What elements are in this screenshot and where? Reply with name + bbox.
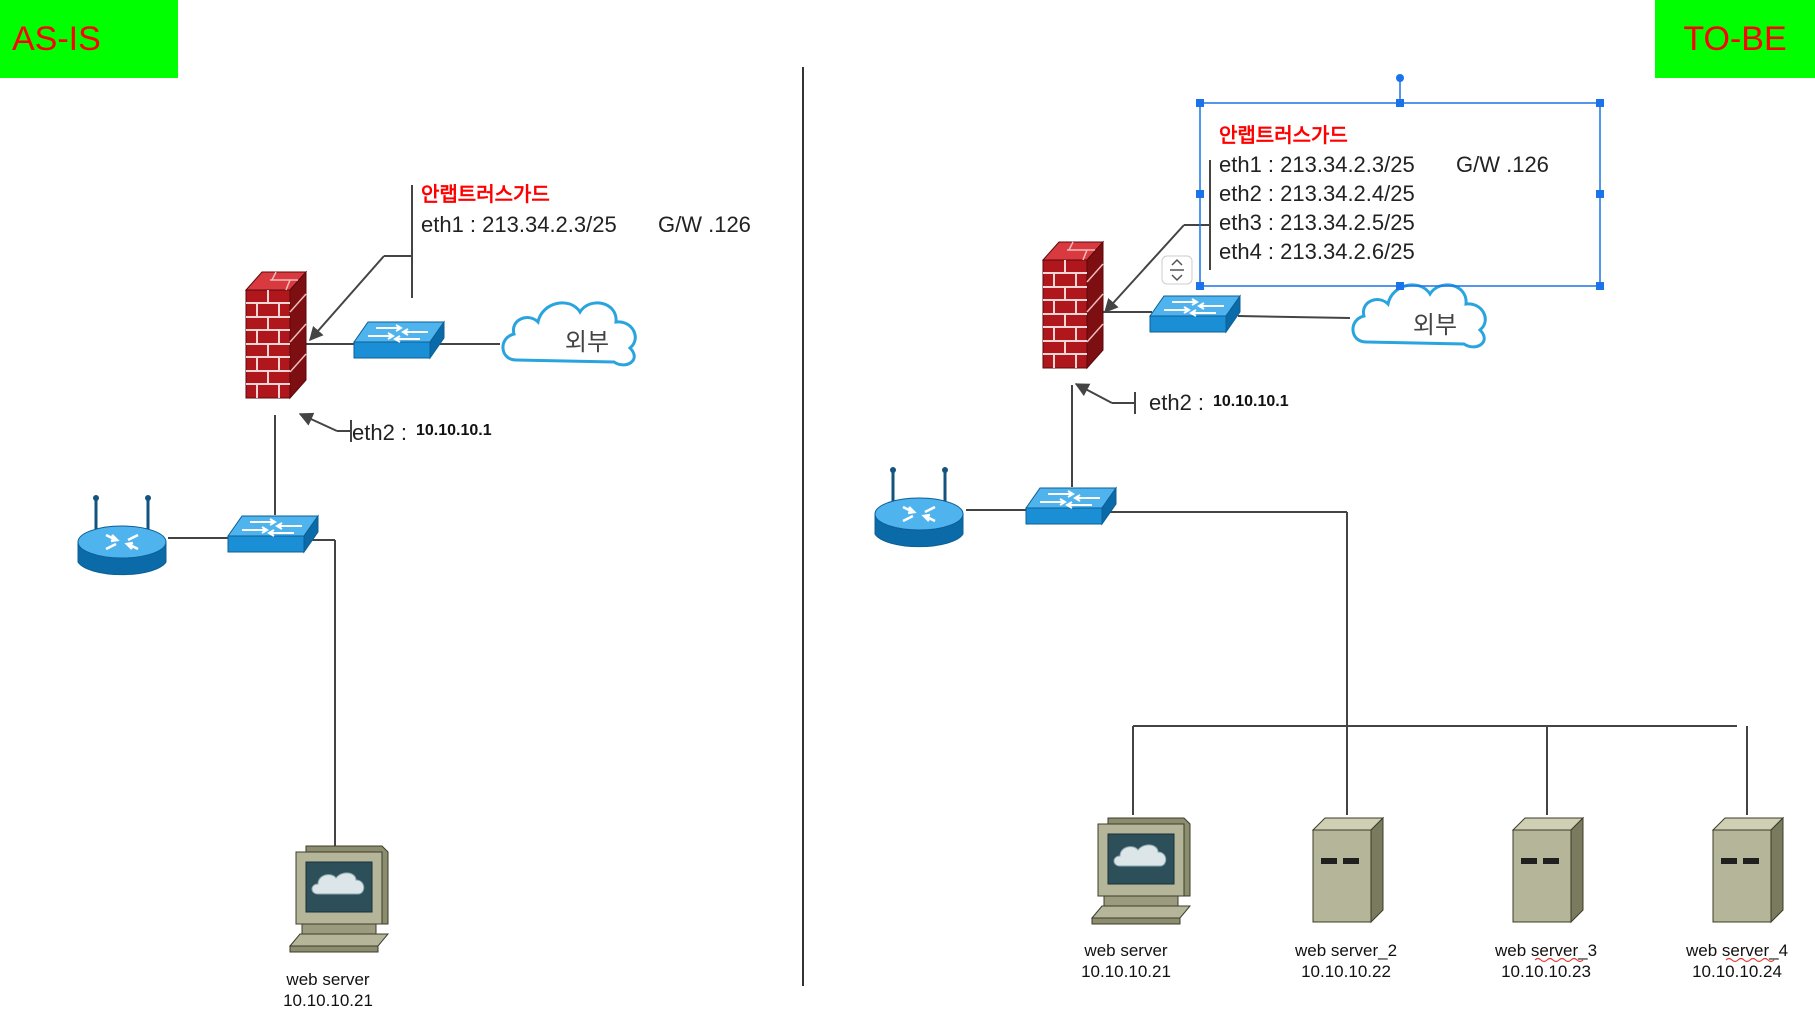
eth1-label: eth1 : 213.34.2.3/25 <box>421 212 617 237</box>
router-icon <box>873 465 965 549</box>
to-be-label: TO-BE <box>1655 0 1815 78</box>
firewall-icon <box>245 271 307 399</box>
server-ip: 10.10.10.22 <box>1301 962 1391 981</box>
server-name: web server_2 <box>1294 941 1397 960</box>
eth1-label: eth1 : 213.34.2.3/25 <box>1219 152 1415 177</box>
firewall-title: 안랩트러스가드 <box>1219 124 1348 147</box>
spellcheck-underline <box>1725 957 1775 963</box>
firewall-icon <box>1042 241 1104 369</box>
as-is-links <box>168 185 500 846</box>
spellcheck-underline <box>1534 957 1584 963</box>
gateway-label: G/W .126 <box>1456 152 1549 177</box>
switch-icon <box>1149 295 1241 333</box>
switch-icon <box>353 321 445 359</box>
eth2-prefix: eth2 : <box>352 420 407 445</box>
as-is-label: AS-IS <box>0 0 178 78</box>
gateway-label: G/W .126 <box>658 212 751 237</box>
server-icon <box>1512 817 1584 923</box>
server-ip: 10.10.10.21 <box>1081 962 1171 981</box>
firewall-title: 안랩트러스가드 <box>421 183 550 206</box>
server-icon <box>1312 817 1384 923</box>
eth2-ip: 10.10.10.1 <box>416 422 492 439</box>
server-icon <box>1712 817 1784 923</box>
eth2-prefix: eth2 : <box>1149 390 1204 415</box>
switch-icon <box>227 515 319 553</box>
cloud-label: 외부 <box>565 329 609 356</box>
server-ip: 10.10.10.21 <box>283 991 373 1010</box>
switch-icon <box>1025 487 1117 525</box>
server-name: web server_3 <box>1494 941 1597 960</box>
rotate-handle[interactable] <box>1396 74 1404 82</box>
to-be-links <box>966 160 1748 815</box>
eth2-ip: 10.10.10.1 <box>1213 393 1289 410</box>
pc-icon <box>289 845 389 953</box>
eth2-label: eth2 : 213.34.2.4/25 <box>1219 181 1415 206</box>
server-name: web server <box>1083 941 1167 960</box>
router-icon <box>76 493 168 577</box>
server-ip: 10.10.10.23 <box>1501 962 1591 981</box>
resize-handles[interactable] <box>1196 99 1604 290</box>
pc-icon <box>1091 817 1191 925</box>
text-adjust-button[interactable] <box>1161 255 1193 285</box>
server-ip: 10.10.10.24 <box>1692 962 1782 981</box>
cloud-label: 외부 <box>1413 312 1457 339</box>
selected-text-box[interactable] <box>1196 74 1604 290</box>
eth4-label[interactable]: eth4 : 213.34.2.6/25 <box>1219 239 1415 264</box>
server-name: web server <box>285 970 369 989</box>
server-name: web server_4 <box>1685 941 1788 960</box>
eth3-label: eth3 : 213.34.2.5/25 <box>1219 210 1415 235</box>
